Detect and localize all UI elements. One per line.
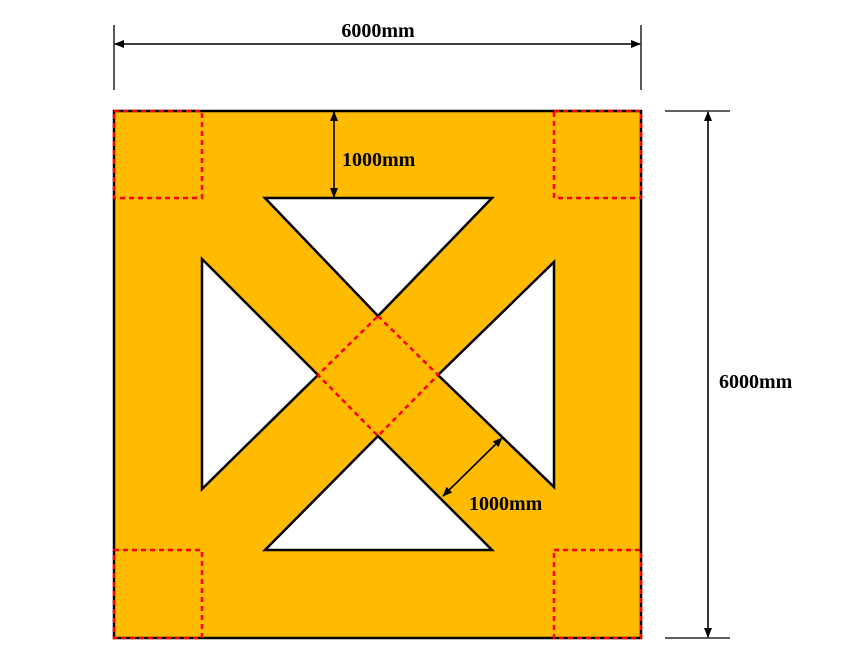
corner-square-top-right xyxy=(552,109,643,200)
top-triangle-opening xyxy=(262,196,495,318)
left-triangle-opening xyxy=(200,255,320,492)
right-triangle-opening xyxy=(436,259,556,490)
top-offset-label: 1000mm xyxy=(342,149,416,171)
top-dimension-label: 6000mm xyxy=(341,20,415,42)
center-diamond xyxy=(316,314,440,438)
corner-square-bottom-left xyxy=(112,548,204,640)
corner-square-bottom-right xyxy=(552,548,643,640)
right-dimension-label: 6000mm xyxy=(719,371,793,393)
bottom-triangle-opening xyxy=(262,434,496,552)
corner-square-top-left xyxy=(112,109,204,200)
slab-square xyxy=(112,109,643,640)
band-width-label: 1000mm xyxy=(469,493,543,515)
band-width-dimension-line xyxy=(442,437,503,497)
